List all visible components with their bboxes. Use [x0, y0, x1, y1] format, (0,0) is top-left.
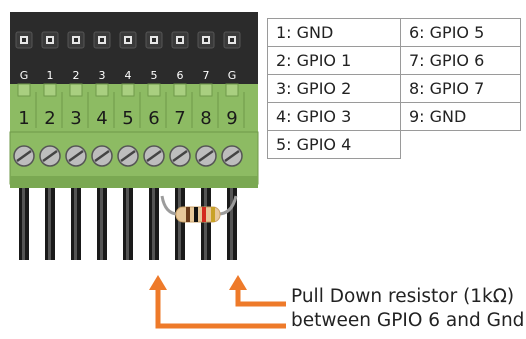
pin-label: 2: [73, 69, 80, 82]
socket-pin: [74, 38, 78, 42]
pin-number: 2: [44, 108, 55, 129]
pin-number: 4: [96, 108, 107, 129]
pin-number: 5: [122, 108, 133, 129]
pin-number: 7: [174, 108, 185, 129]
table-cell: 3: GPIO 2: [267, 74, 401, 103]
pin-number: 9: [226, 108, 237, 129]
pin-number: 6: [148, 108, 159, 129]
arrow-to-gpio6: [155, 286, 286, 329]
wire-highlight: [22, 188, 25, 260]
screw-slot: [146, 149, 162, 163]
pin-number: 3: [70, 108, 81, 129]
wire-highlight: [100, 188, 103, 260]
pin-number: 1: [18, 108, 29, 129]
wire-highlight: [178, 188, 181, 260]
screw-slot: [94, 149, 110, 163]
pin-tab: [147, 83, 161, 97]
socket-pin: [204, 38, 208, 42]
socket-pin: [22, 38, 26, 42]
resistor-band: [202, 207, 206, 222]
screw-slot: [120, 149, 136, 163]
table-row: 5: GPIO 4: [267, 130, 521, 159]
pin-label: 5: [151, 69, 158, 82]
screw-slot: [42, 149, 58, 163]
table-cell: [401, 131, 521, 159]
screw-slot: [16, 149, 32, 163]
pin-tab: [17, 83, 31, 97]
resistor-band: [186, 207, 190, 222]
socket-pin: [100, 38, 104, 42]
pin-label: 4: [125, 69, 132, 82]
resistor-band: [211, 207, 215, 222]
pull-down-resistor: [160, 195, 238, 223]
pin-number: 8: [200, 108, 211, 129]
pin-label: 7: [203, 69, 210, 82]
wire-highlight: [74, 188, 77, 260]
pin-tab: [95, 83, 109, 97]
wire-highlight: [48, 188, 51, 260]
socket-pin: [178, 38, 182, 42]
pin-tab: [173, 83, 187, 97]
pin-tab: [69, 83, 83, 97]
socket-pin: [152, 38, 156, 42]
pin-tab: [199, 83, 213, 97]
table-cell: 7: GPIO 6: [400, 46, 521, 75]
table-cell: 8: GPIO 7: [400, 74, 521, 103]
annotation-arrows: [155, 286, 286, 329]
wire-highlight: [204, 188, 207, 260]
table-cell: 9: GND: [400, 102, 521, 131]
screw-slot: [172, 149, 188, 163]
annotation-line-1: Pull Down resistor (1kΩ): [291, 286, 515, 307]
table-cell: 1: GND: [267, 18, 401, 47]
screw-slot: [224, 149, 240, 163]
wire-highlight: [126, 188, 129, 260]
resistor-band: [194, 207, 198, 222]
annotation-text: Pull Down resistor (1kΩ) between GPIO 6 …: [291, 285, 524, 333]
arrow-to-gnd: [235, 286, 286, 307]
terminal-block-base: [10, 176, 258, 188]
socket-pin: [230, 38, 234, 42]
screw-slot: [68, 149, 84, 163]
screw-slot: [198, 149, 214, 163]
socket-pin: [48, 38, 52, 42]
wire-highlight: [152, 188, 155, 260]
table-cell: 6: GPIO 5: [400, 18, 521, 47]
pin-tab: [43, 83, 57, 97]
arrow-head-gnd: [229, 275, 247, 290]
pin-label: G: [20, 69, 29, 82]
table-cell: 4: GPIO 3: [267, 102, 401, 131]
pin-label: 3: [99, 69, 106, 82]
pin-label: 6: [177, 69, 184, 82]
annotation-line-2: between GPIO 6 and Gnd: [291, 310, 525, 331]
table-cell: 2: GPIO 1: [267, 46, 401, 75]
pin-tab: [121, 83, 135, 97]
table-cell: 5: GPIO 4: [267, 130, 401, 159]
pin-label: G: [228, 69, 237, 82]
wire-highlight: [230, 188, 233, 260]
socket-pin: [126, 38, 130, 42]
pin-tab: [225, 83, 239, 97]
pin-label: 1: [47, 69, 54, 82]
arrow-head-gpio6: [149, 275, 167, 290]
